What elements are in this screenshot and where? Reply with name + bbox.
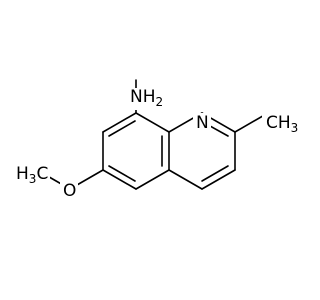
bond-c4a-c5 [135,169,170,190]
methyl-label: CH3 [266,113,298,135]
bond-c4-c4a [168,169,203,190]
atom-labels: NH2 N CH3 O H3C [14,87,298,202]
bond-c7-c8-inner [108,120,136,137]
bond-c7-c8 [102,112,137,133]
bond-c5-c6 [102,169,137,190]
bond-c3-c4 [201,169,236,190]
bond-c5-c6-inner [108,165,136,182]
amine-label: NH2 [130,87,163,109]
ring-nitrogen-label: N [196,113,209,133]
bond-c8-c8a [135,112,170,133]
methoxy-carbon-label: H3C [16,164,48,186]
molecule-structure-diagram: NH2 N CH3 O H3C [14,79,298,202]
methoxy-oxygen-label: O [63,181,76,201]
bond-c3-c4-inner [201,165,229,182]
